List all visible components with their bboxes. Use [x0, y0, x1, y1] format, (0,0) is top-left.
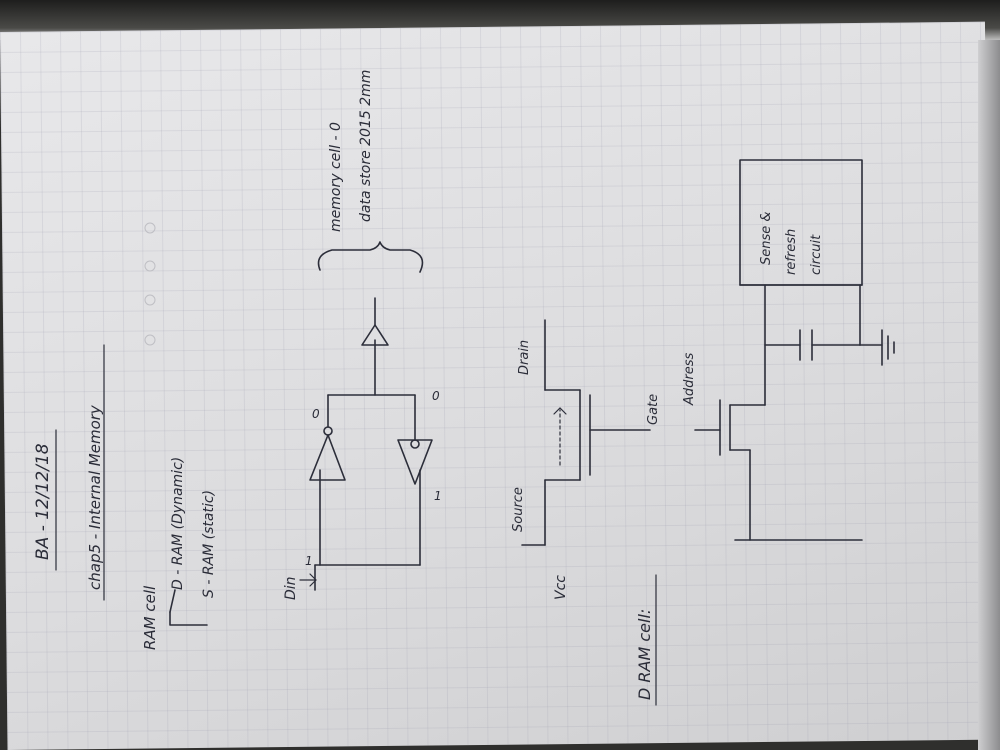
din-label: Din [283, 576, 299, 600]
sense-refresh-box [739, 159, 863, 286]
dram-cell-circuit [694, 159, 895, 541]
curly-brace [317, 241, 424, 273]
din-arrow [299, 573, 317, 587]
faint-holes [144, 222, 156, 346]
sram-latch-circuit [309, 297, 433, 591]
node-right-value: 0 [432, 389, 440, 403]
source-label: Source [511, 487, 526, 532]
tree-branch-sram [169, 611, 208, 626]
vcc-label: Vcc [553, 575, 569, 600]
memory-note-line2: data store 2015 2mm [358, 70, 374, 222]
inverter-bottom [397, 439, 433, 485]
page-right-edge [978, 40, 1000, 750]
page-title: BA - 12/12/18 [33, 443, 53, 560]
output-buffer [361, 324, 389, 346]
memory-note-line1: memory cell - 0 [328, 122, 344, 232]
dram-cell-heading: D RAM cell: [635, 609, 654, 700]
drain-label: Drain [517, 340, 532, 375]
ram-cell-label: RAM cell [141, 585, 159, 650]
transistor-diagram [521, 319, 651, 546]
sense-label-line1: Sense & [759, 211, 774, 265]
node-bottom-value: 1 [434, 489, 442, 503]
chapter-title: chap5 - Internal Memory [86, 404, 104, 590]
input-bit: 1 [305, 554, 313, 568]
tree-branch-dram [169, 589, 176, 613]
dram-label: D - RAM (Dynamic) [170, 457, 186, 590]
sense-label-line2: refresh [784, 229, 799, 275]
address-label: Address [682, 352, 697, 406]
gate-label: Gate [646, 394, 661, 425]
inverter-top [309, 434, 346, 481]
sense-label-line3: circuit [809, 234, 824, 275]
node-top-value: 0 [312, 407, 320, 421]
sram-label: S - RAM (static) [201, 490, 217, 598]
